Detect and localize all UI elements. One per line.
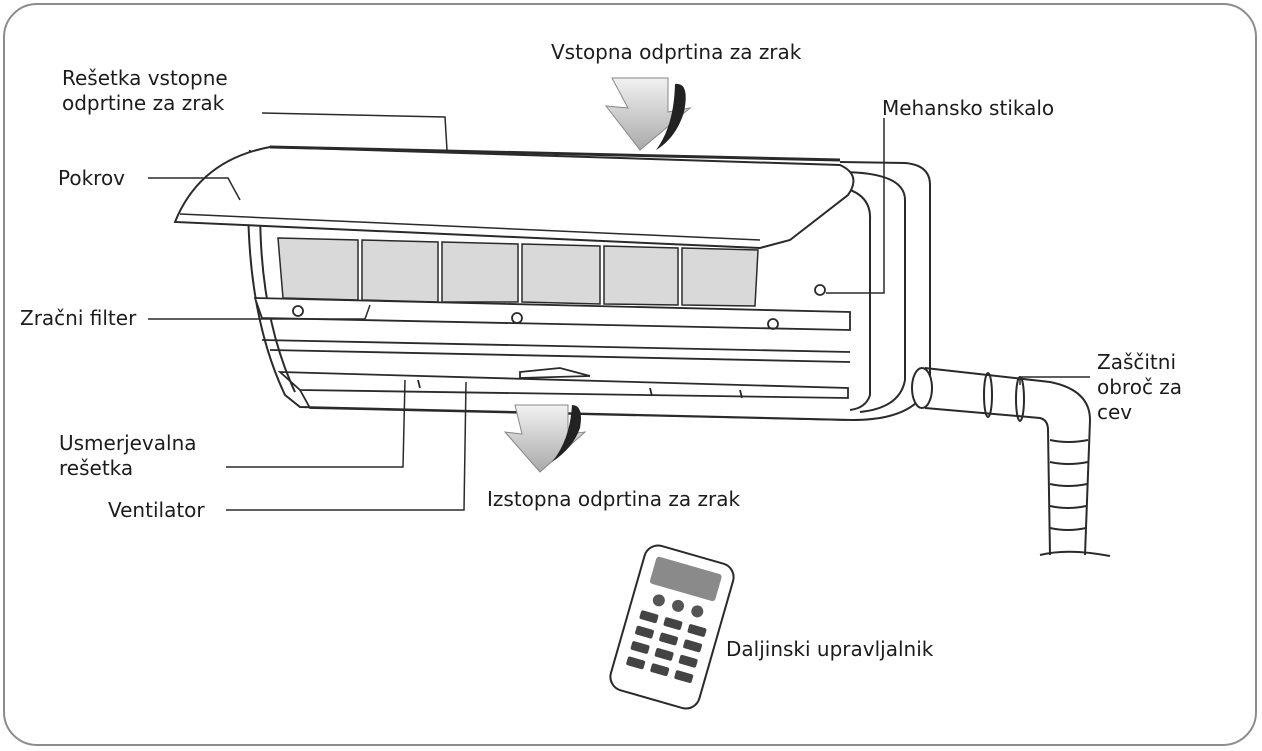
- leader-line-cover: [148, 177, 241, 201]
- filter-rail: [253, 284, 851, 363]
- leader-line-louver: [226, 379, 406, 468]
- label-louver: Usmerjevalna rešetka: [59, 431, 197, 480]
- label-remote: Daljinski upravljalnik: [726, 637, 934, 661]
- air-filter-panels: [277, 237, 759, 307]
- outlet-arrow-icon: [503, 404, 587, 473]
- leader-line-mechanical-switch: [826, 118, 885, 294]
- label-intake-grille: Rešetka vstopne odprtine za zrak: [62, 66, 228, 115]
- front-cover: [173, 145, 855, 250]
- leader-line-pipe-ring: [1019, 376, 1090, 385]
- label-fan: Ventilator: [108, 498, 205, 522]
- label-air-filter: Zračni filter: [20, 306, 137, 330]
- leader-line-air-filter: [148, 304, 371, 320]
- diagram-frame: [3, 3, 1257, 746]
- outlet-louver: [277, 367, 849, 421]
- label-cover: Pokrov: [58, 166, 126, 190]
- leader-line-fan: [226, 381, 467, 511]
- pipe-with-rings: [911, 367, 1111, 557]
- label-pipe-ring: Zaščitni obroč za cev: [1097, 350, 1183, 424]
- label-air-intake: Vstopna odprtina za zrak: [551, 40, 802, 64]
- label-air-outlet: Izstopna odprtina za zrak: [487, 487, 741, 511]
- label-mechanical-switch: Mehansko stikalo: [882, 96, 1055, 120]
- leader-line-intake-grille: [261, 112, 448, 151]
- remote-control-icon: [609, 544, 735, 710]
- intake-arrow-icon: [604, 77, 692, 151]
